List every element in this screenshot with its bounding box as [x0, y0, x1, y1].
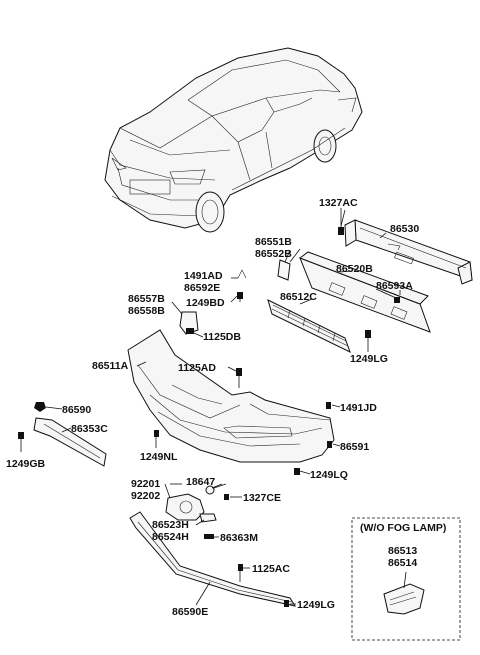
label-1327CE: 1327CE [243, 492, 281, 504]
clip-1249NL [154, 430, 159, 448]
car-illustration [104, 47, 363, 233]
label-86591: 86591 [340, 441, 369, 453]
label-86530: 86530 [390, 223, 419, 235]
fog-lamp-box [351, 517, 461, 641]
label-1125AD: 1125AD [178, 362, 216, 374]
bolt-1491JD [326, 402, 331, 409]
label-1249LG-b: 1249LG [297, 599, 335, 611]
label-1125AC: 1125AC [252, 563, 290, 575]
label-1249LG-a: 1249LG [350, 353, 388, 365]
label-86511A: 86511A [92, 360, 129, 372]
label-86552B: 86552B [255, 248, 292, 260]
screw-1327CE [224, 494, 229, 500]
clip-1249LG-a [365, 330, 371, 352]
bolt-86593A [394, 290, 401, 303]
label-1249LQ: 1249LQ [310, 469, 348, 481]
grille-86512C [267, 299, 351, 353]
label-1125DB: 1125DB [203, 331, 241, 343]
label-86592E: 86592E [184, 282, 220, 294]
clip-1249GB [18, 432, 24, 452]
label-1249NL: 1249NL [140, 451, 178, 463]
label-1249GB: 1249GB [6, 458, 46, 470]
part-labels: 1327AC 86530 86551B 86552B 86520B 1491AD… [6, 197, 446, 618]
clip-86591 [327, 441, 332, 448]
label-86363M: 86363M [220, 532, 258, 544]
bolt-86363M [204, 534, 214, 539]
label-86551B: 86551B [255, 236, 292, 248]
bracket-86353C [33, 417, 107, 467]
label-18647: 18647 [186, 476, 215, 488]
bracket-86592E [237, 269, 247, 302]
label-86524H: 86524H [152, 531, 189, 543]
nut-86590 [34, 402, 46, 412]
label-1491JD: 1491JD [340, 402, 377, 414]
label-1249BD: 1249BD [186, 297, 225, 309]
leader-lines [45, 209, 407, 606]
clip-1125AC [238, 564, 243, 582]
bolt-1125AD [236, 368, 242, 388]
label-86590: 86590 [62, 404, 91, 416]
bracket-86551B [277, 249, 291, 281]
strip-86590E [129, 511, 297, 607]
clip-1249LQ [294, 468, 300, 475]
beam-86530 [344, 219, 473, 285]
label-1327AC: 1327AC [319, 197, 358, 209]
label-86512C: 86512C [280, 291, 317, 303]
label-92201: 92201 [131, 478, 160, 490]
label-86513: 86513 [388, 545, 417, 557]
label-86593A: 86593A [376, 280, 413, 292]
label-86590E: 86590E [172, 606, 208, 618]
label-86558B: 86558B [128, 305, 165, 317]
label-86520B: 86520B [336, 263, 373, 275]
bolt-1327AC [338, 208, 344, 235]
label-86523H: 86523H [152, 519, 189, 531]
label-92202: 92202 [131, 490, 160, 502]
clip-1249LG-b [284, 600, 289, 607]
absorber-86520B [298, 251, 431, 333]
bracket-86557B [179, 311, 199, 335]
fog-lamp-92201 [165, 493, 205, 521]
label-86514: 86514 [388, 557, 417, 569]
label-1491AD: 1491AD [184, 270, 223, 282]
label-86557B: 86557B [128, 293, 165, 305]
label-fog-box-title: (W/O FOG LAMP) [360, 522, 446, 534]
label-86353C: 86353C [71, 423, 108, 435]
bumper-cover-86511A [127, 329, 335, 463]
